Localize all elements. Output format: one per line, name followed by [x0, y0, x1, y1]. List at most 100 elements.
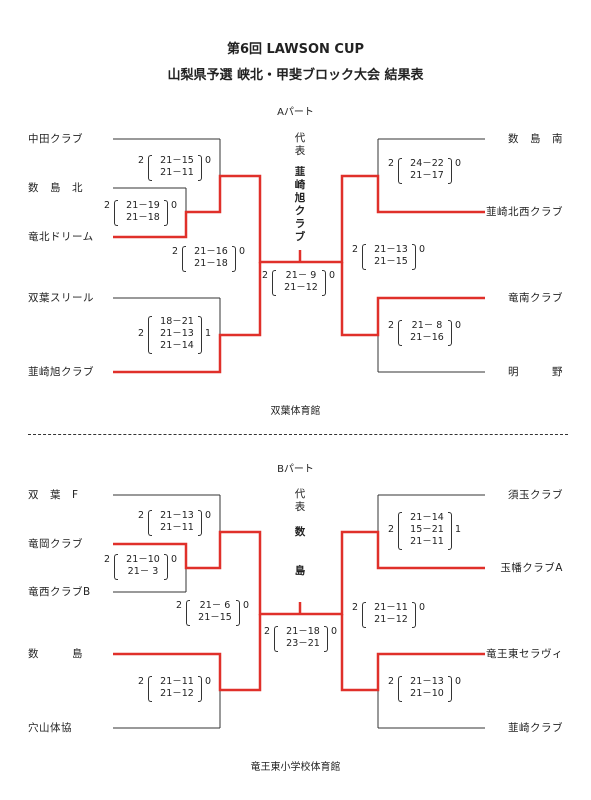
bracket-left [114, 554, 118, 580]
score-a-m2: 2 21－19 21－18 0 [104, 200, 184, 226]
bracket-left [148, 676, 152, 702]
set-score: 21－13 [410, 676, 444, 687]
score-winner-games: 2 [352, 244, 359, 255]
rep-name-char: 数 [294, 526, 306, 538]
team-b-right-1: 須玉クラブ [508, 489, 563, 501]
team-b-left-3: 竜西クラブB [28, 586, 91, 598]
bracket-left [148, 155, 152, 181]
page-title: 第6回 LAWSON CUP [226, 42, 365, 57]
score-loser-games: 1 [455, 524, 462, 535]
bracket-left [362, 602, 366, 628]
rep-label-char: 表 [294, 145, 306, 157]
bracket-right [448, 676, 452, 702]
score-loser-games: 0 [455, 676, 462, 687]
set-score: 21－11 [160, 676, 194, 687]
set-score: 21－18 [126, 212, 160, 223]
set-score: 21－ 6 [199, 600, 231, 611]
score-loser-games: 0 [171, 554, 178, 565]
score-winner-games: 2 [138, 155, 145, 166]
set-score: 21－ 3 [127, 566, 159, 577]
set-score: 15－21 [410, 524, 444, 535]
set-score: 21－14 [410, 512, 444, 523]
set-score: 21－10 [410, 688, 444, 699]
set-score: 21－16 [194, 246, 228, 257]
rep-label-char: 代 [294, 488, 306, 500]
bracket-right [198, 676, 202, 702]
part-a-venue: 双葉体育館 [270, 406, 321, 417]
bracket-right [448, 320, 452, 346]
score-a-m3: 2 21－16 21－18 0 [172, 246, 252, 272]
bracket-right [198, 316, 202, 354]
bracket-right [412, 244, 416, 270]
score-b-m3: 2 21－ 6 21－15 0 [176, 600, 256, 626]
score-loser-games: 1 [205, 328, 212, 339]
set-score: 21－15 [374, 256, 408, 267]
bracket-left [398, 320, 402, 346]
score-loser-games: 0 [239, 246, 246, 257]
part-b-venue: 竜王東小学校体育館 [250, 762, 341, 773]
set-score: 21－10 [126, 554, 160, 565]
bracket-left [148, 316, 152, 354]
bracket-left [272, 270, 276, 296]
rep-label-char: 代 [294, 132, 306, 144]
part-b-label: Bパート [277, 464, 314, 475]
bracket-right [412, 602, 416, 628]
bracket-left [398, 676, 402, 702]
score-winner-games: 2 [262, 270, 269, 281]
score-winner-games: 2 [176, 600, 183, 611]
team-a-right-2: 韮崎北西クラブ [486, 206, 563, 218]
part-a-representative: 代 表 韮 崎 旭 ク ラ ブ [293, 132, 307, 244]
rep-label-char: 表 [294, 501, 306, 513]
score-winner-games: 2 [388, 320, 395, 331]
team-b-left-2: 竜岡クラブ [28, 538, 83, 550]
bracket-right [236, 600, 240, 626]
team-b-right-4: 韮崎クラブ [508, 722, 563, 734]
score-a-m7: 2 21－ 8 21－16 0 [388, 320, 468, 346]
bracket-right [448, 512, 452, 550]
team-a-left-5: 韮崎旭クラブ [28, 366, 94, 378]
set-score: 21－11 [410, 536, 444, 547]
set-score: 21－13 [160, 328, 194, 339]
score-winner-games: 2 [388, 676, 395, 687]
bracket-left [362, 244, 366, 270]
score-winner-games: 2 [138, 510, 145, 521]
score-a-m4: 2 18－21 21－13 21－14 1 [138, 316, 218, 354]
score-b-m7: 2 21－13 21－10 0 [388, 676, 468, 702]
part-a-label: Aパート [277, 107, 314, 118]
bracket-right [164, 554, 168, 580]
rep-name-char: ラ [294, 218, 306, 230]
set-score: 21－12 [284, 282, 318, 293]
bracket-right [198, 510, 202, 536]
bracket-left [274, 626, 278, 652]
bracket-left [186, 600, 190, 626]
rep-name-char: 崎 [294, 179, 306, 191]
bracket-left [398, 158, 402, 184]
bracket-right [164, 200, 168, 226]
set-score: 18－21 [160, 316, 194, 327]
set-score: 21－15 [198, 612, 232, 623]
set-score: 21－11 [374, 602, 408, 613]
set-score: 21－ 9 [285, 270, 317, 281]
rep-name-char: ク [294, 205, 306, 217]
score-winner-games: 2 [138, 328, 145, 339]
score-loser-games: 0 [205, 676, 212, 687]
score-winner-games: 2 [352, 602, 359, 613]
team-b-right-3: 竜王東セラヴィ [486, 648, 563, 660]
rep-name-char: 島 [294, 565, 306, 577]
score-loser-games: 0 [329, 270, 336, 281]
section-divider [28, 434, 568, 435]
bracket-right [232, 246, 236, 272]
score-loser-games: 0 [419, 602, 426, 613]
score-a-m6: 2 21－13 21－15 0 [352, 244, 432, 270]
score-b-m1: 2 21－13 21－11 0 [138, 510, 218, 536]
score-winner-games: 2 [172, 246, 179, 257]
set-score: 21－13 [374, 244, 408, 255]
score-b-m6: 2 21－11 21－12 0 [352, 602, 432, 628]
team-b-left-5: 穴山体協 [28, 722, 72, 734]
score-a-m5: 2 24－22 21－17 0 [388, 158, 468, 184]
score-loser-games: 0 [455, 320, 462, 331]
set-score: 21－12 [160, 688, 194, 699]
score-loser-games: 0 [205, 155, 212, 166]
set-score: 21－11 [160, 167, 194, 178]
